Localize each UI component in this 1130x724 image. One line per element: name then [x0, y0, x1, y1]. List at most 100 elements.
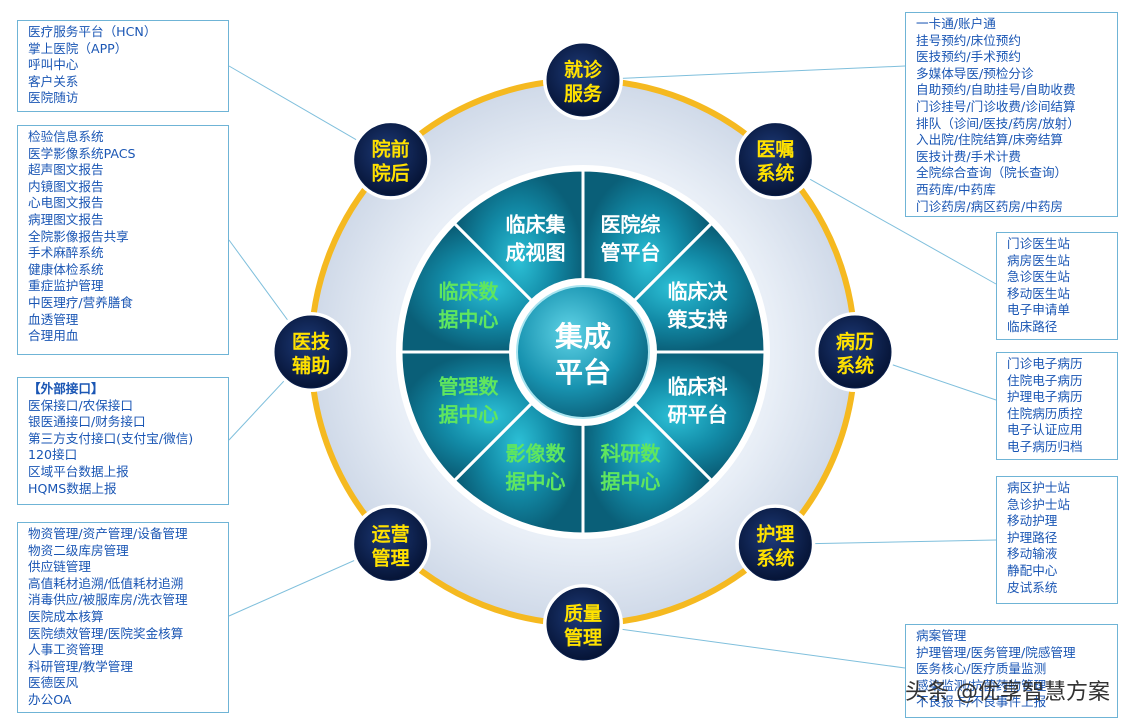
inner-segment-label: 临床数 [438, 280, 499, 304]
connector-jiuzhen [582, 65, 906, 81]
box-line: 感染监测/抗菌药物管理 [916, 677, 1047, 693]
box-line: 门诊挂号/门诊收费/诊间结算 [916, 98, 1076, 114]
box-line: 入出院/住院结算/床旁结算 [916, 132, 1064, 148]
node-label: 医嘱 [756, 139, 794, 161]
box-line: 人事工资管理 [28, 642, 104, 658]
box-line: 住院病历质控 [1007, 405, 1083, 421]
box-line: 血透管理 [28, 311, 79, 327]
box-line: 内镜图文报告 [28, 178, 104, 194]
box-line: 排队（诊间/医技/药房/放射） [916, 115, 1080, 131]
node-label: 质量 [564, 603, 602, 625]
box-line: 电子申请单 [1007, 302, 1070, 318]
node-bingli [818, 315, 892, 389]
box-line: 住院电子病历 [1007, 372, 1083, 388]
inner-segment-label: 管理数 [438, 374, 499, 398]
inner-segment-label: 临床决 [668, 280, 729, 304]
box-line: 120接口 [28, 447, 78, 463]
box-line: 超声图文报告 [28, 162, 104, 178]
node-label: 辅助 [292, 354, 330, 377]
box-line: 医学影像系统PACS [28, 145, 136, 161]
center-hub-label: 平台 [555, 356, 611, 389]
box-line: 医疗服务平台（HCN） [28, 24, 157, 39]
box-line: 医院绩效管理/医院奖金核算 [28, 625, 184, 641]
inner-segment-label: 据中心 [600, 470, 660, 494]
box-line: 急诊医生站 [1007, 269, 1070, 285]
node-label: 病历 [836, 330, 874, 353]
box-yizhu: 门诊医生站病房医生站急诊医生站移动医生站电子申请单临床路径 [996, 232, 1118, 340]
box-line: 西药库/中药库 [916, 181, 996, 197]
box-line: 区域平台数据上报 [28, 463, 129, 479]
box-line: HQMS数据上报 [28, 480, 117, 496]
box-line: 【外部接口】 [28, 381, 104, 396]
box-line: 医保接口/农保接口 [28, 397, 133, 413]
box-line: 皮试系统 [1007, 579, 1058, 595]
node-label: 运营 [372, 522, 410, 545]
box-line: 检验信息系统 [28, 129, 104, 144]
box-yuanqian: 医疗服务平台（HCN）掌上医院（APP）呼叫中心客户关系医院随访 [17, 20, 229, 112]
node-label: 系统 [756, 546, 794, 569]
inner-segment-label: 科研数 [600, 442, 661, 466]
box-line: 重症监护管理 [28, 278, 104, 294]
box-line: 合理用血 [28, 328, 79, 344]
box-line: 护理路径 [1007, 529, 1058, 545]
box-line: 办公OA [28, 691, 72, 707]
box-line: 银医通接口/财务接口 [28, 414, 146, 430]
box-line: 移动输液 [1007, 546, 1058, 562]
inner-segment-label: 研平台 [668, 402, 728, 426]
node-label: 医技 [292, 330, 331, 353]
box-line: 门诊电子病历 [1007, 356, 1083, 371]
box-line: 临床路径 [1007, 318, 1058, 334]
node-label: 院后 [372, 162, 410, 185]
watermark-text: 头条 @优享智慧方案 [905, 680, 1110, 705]
inner-segment-label: 临床科 [668, 374, 728, 398]
box-line: 移动医生站 [1007, 285, 1070, 301]
inner-segment-label: 影像数 [506, 442, 567, 466]
box-line: 静配中心 [1007, 562, 1058, 578]
box-line: 门诊药房/病区药房/中药房 [916, 198, 1064, 214]
inner-segment-label: 临床集 [506, 212, 567, 236]
box-yunying: 物资管理/资产管理/设备管理物资二级库房管理供应链管理高值耗材追溯/低值耗材追溯… [17, 522, 229, 713]
node-zhiliang [546, 587, 620, 661]
box-line: 病理图文报告 [28, 211, 104, 227]
node-yuanqian [354, 123, 428, 197]
box-line: 医院成本核算 [28, 608, 104, 624]
box-line: 高值耗材追溯/低值耗材追溯 [28, 575, 184, 591]
box-line: 自助预约/自助挂号/自助收费 [916, 82, 1076, 98]
box-line: 病案管理 [916, 628, 967, 643]
inner-segment-label: 据中心 [506, 470, 566, 494]
node-label: 系统 [756, 162, 794, 185]
box-huli: 病区护士站急诊护士站移动护理护理路径移动输液静配中心皮试系统 [996, 476, 1118, 604]
connector-zhiliang [582, 623, 906, 669]
inner-segment-label: 管平台 [600, 240, 660, 264]
box-line: 病区护士站 [1007, 480, 1070, 495]
box-line: 移动护理 [1007, 513, 1058, 529]
node-label: 管理 [564, 626, 602, 649]
box-line: 手术麻醉系统 [28, 245, 104, 261]
box-line: 一卡通/账户通 [916, 16, 996, 31]
box-line: 病房医生站 [1007, 252, 1070, 268]
box-line: 多媒体导医/预检分诊 [916, 65, 1034, 81]
inner-segment-label: 成视图 [506, 240, 566, 264]
box-line: 掌上医院（APP） [28, 40, 128, 56]
box-line: 全院综合查询（院长查询） [916, 165, 1068, 181]
node-label: 院前 [372, 138, 410, 161]
box-waibu: 【外部接口】医保接口/农保接口银医通接口/财务接口第三方支付接口(支付宝/微信)… [17, 377, 229, 505]
node-huli [738, 507, 812, 581]
box-line: 电子病历归档 [1007, 438, 1083, 454]
box-line: 不良报卡/不良事件上报 [916, 694, 1047, 710]
box-zhiliang: 病案管理护理管理/医务管理/院感管理医务核心/医疗质量监测感染监测/抗菌药物管理… [905, 624, 1118, 718]
center-hub-label: 集成 [554, 320, 611, 353]
box-line: 物资二级库房管理 [28, 542, 129, 558]
node-yiji [274, 315, 348, 389]
node-label: 就诊 [564, 58, 603, 81]
node-label: 服务 [564, 82, 603, 105]
box-line: 挂号预约/床位预约 [916, 32, 1021, 48]
node-label: 护理 [756, 522, 794, 545]
box-line: 中医理疗/营养膳食 [28, 294, 133, 310]
node-label: 管理 [372, 546, 410, 569]
center-hub-circle [516, 285, 650, 419]
